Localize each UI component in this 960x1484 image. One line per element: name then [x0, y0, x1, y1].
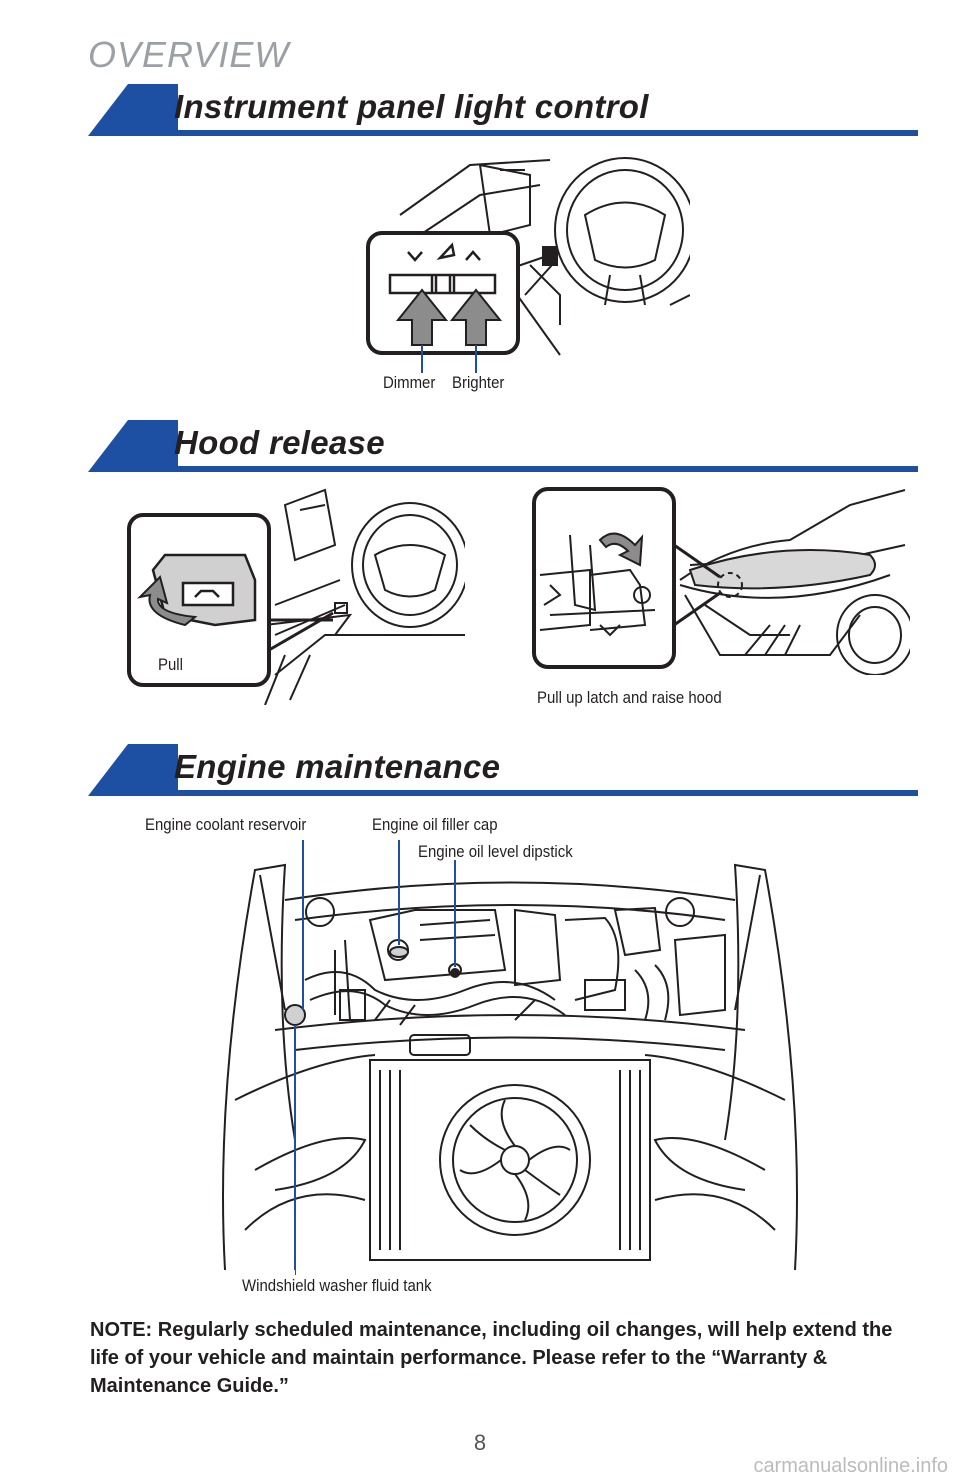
page-number: 8 [473, 1430, 487, 1455]
washer-tank-label: Windshield washer fluid tank [242, 1276, 432, 1295]
engine-bay-illustration [222, 840, 798, 1270]
section-header-engine: Engine maintenance [88, 744, 918, 796]
maintenance-note: NOTE: Regularly scheduled maintenance, i… [90, 1319, 893, 1397]
section-rule [128, 790, 918, 796]
section-header-instrument: Instrument panel light control [88, 84, 918, 136]
section-header-hood: Hood release [88, 420, 918, 472]
section-title: Engine maintenance [174, 748, 501, 785]
filler-cap-label: Engine oil filler cap [372, 815, 498, 834]
section-title: Hood release [174, 424, 385, 461]
pull-label: Pull [158, 655, 183, 674]
footer-watermark: carmanualsonline.info [753, 1455, 948, 1477]
instrument-panel-illustration [366, 157, 690, 373]
brighter-label: Brighter [452, 373, 505, 392]
section-rule [128, 466, 918, 472]
section-tab-shape [88, 84, 178, 136]
section-tab-shape [88, 420, 178, 472]
section-title: Instrument panel light control [174, 88, 649, 125]
dipstick-label: Engine oil level dipstick [418, 842, 573, 861]
section-tab-shape [88, 744, 178, 796]
latch-label: Pull up latch and raise hood [537, 688, 722, 707]
washer-callout-line [295, 1260, 296, 1275]
dimmer-label: Dimmer [383, 373, 436, 392]
hood-latch-illustration [532, 487, 910, 675]
hood-release-lever-illustration [127, 488, 465, 705]
section-rule [128, 130, 918, 136]
overview-heading: OVERVIEW [88, 34, 290, 75]
coolant-label: Engine coolant reservoir [145, 815, 307, 834]
